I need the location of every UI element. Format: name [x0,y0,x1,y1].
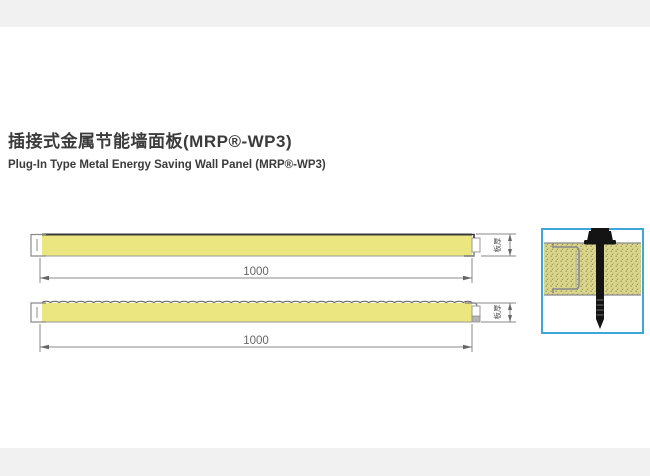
top-gray-band [0,0,650,27]
panel-right-joint [464,233,481,257]
detail-panel-cross-section [544,243,641,295]
screw-head [587,231,613,241]
panel-bottom-thickness-label: 板厚 [492,304,502,319]
panel-right-joint [465,302,481,323]
screw-tip [596,319,604,329]
page-title-chinese: 插接式金属节能墙面板(MRP®-WP3) [8,132,293,151]
panel-top-width-label: 1000 [243,266,269,278]
panel-top-section: 1000 板厚 [30,233,516,283]
panel-left-joint [30,233,46,257]
panel-bottom-width-label: 1000 [243,335,269,347]
panel-core [42,303,472,322]
panel-left-joint [30,302,46,323]
joint-detail-box [541,228,644,334]
screw-head-cap [591,228,609,232]
screw-fastener [584,228,616,329]
joint-clip-profile [552,243,580,293]
panel-top-width-dimension: 1000 [39,258,473,283]
panel-bottom-corrugated-edge [41,300,473,304]
page-title-english: Plug-In Type Metal Energy Saving Wall Pa… [8,159,326,171]
panel-bottom-section: 1000 板厚 [30,300,516,352]
screw-threads [596,299,604,316]
screw-shaft [596,244,604,319]
panel-top-thickness-dimension: 板厚 [476,233,516,257]
panel-bottom-width-dimension: 1000 [39,324,473,352]
panel-bottom-thickness-dimension: 板厚 [476,302,516,323]
panel-core [42,234,472,256]
bottom-gray-band [0,448,650,476]
panel-top-thickness-label: 板厚 [492,237,502,252]
screw-washer [584,240,616,245]
